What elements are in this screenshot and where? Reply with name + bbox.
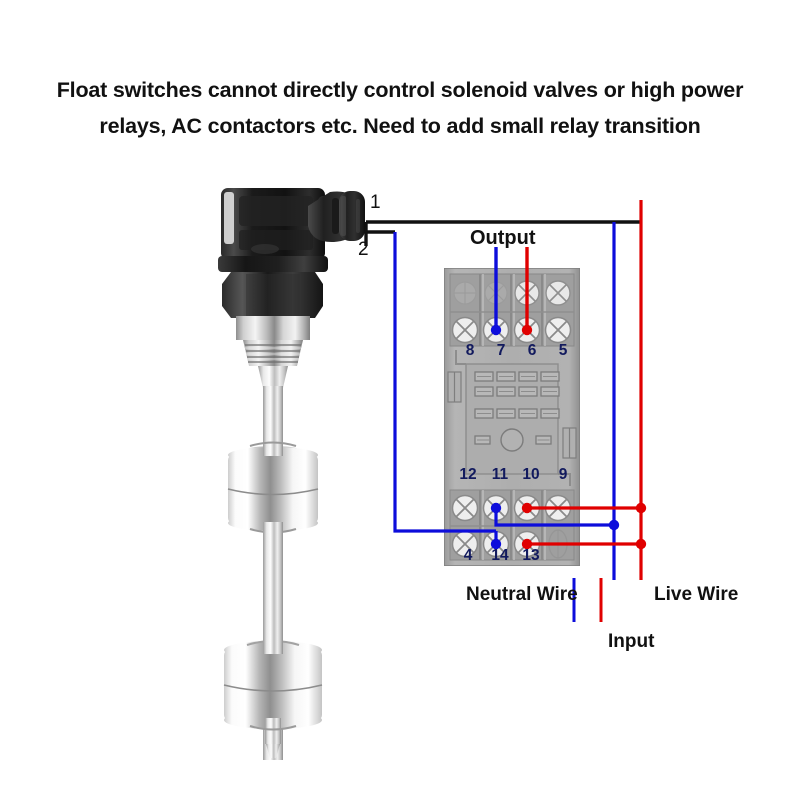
terminal-screw-8: [451, 316, 479, 344]
neutral-wire-label: Neutral Wire: [466, 584, 578, 605]
wire-output-neutral: [490, 247, 502, 336]
cable-gland-elbow: [308, 191, 365, 243]
page-title-line-1: Float switches cannot directly control s…: [56, 78, 744, 102]
terminal-label-13: 13: [522, 547, 540, 564]
terminal-label-12: 12: [459, 466, 477, 483]
socket-middle-body: [447, 350, 577, 486]
threaded-process-fitting: [236, 316, 310, 366]
socket-terminal-screws-top[interactable]: [451, 316, 572, 344]
input-label: Input: [608, 631, 655, 652]
wire-terminal-11-to-neutral: [490, 502, 620, 531]
terminal-label-11: 11: [491, 466, 509, 483]
upper-float: [227, 440, 319, 536]
terminal-label-10: 10: [522, 466, 540, 483]
terminal-label-14: 14: [491, 547, 509, 564]
float-lead-label-2: 2: [358, 239, 369, 260]
socket-top-terminal-block: [449, 273, 575, 347]
lower-float: [223, 636, 323, 758]
terminal-label-7: 7: [496, 342, 506, 359]
terminal-screw-4: [451, 530, 479, 558]
page-title: Float switches cannot directly control s…: [30, 72, 770, 144]
relay-socket[interactable]: [444, 268, 580, 566]
terminal-label-4: 4: [463, 547, 473, 564]
wire-input-legs: [572, 578, 603, 622]
terminal-screw-5: [544, 316, 572, 344]
wire-terminal-10-to-live: [521, 502, 647, 514]
socket-terminal-screws-bottom-lower[interactable]: [451, 529, 568, 559]
terminal-label-5: 5: [558, 342, 568, 359]
output-label: Output: [470, 227, 536, 249]
terminal-label-6: 6: [527, 342, 537, 359]
page-title-line-2: relays, AC contactors etc. Need to add s…: [99, 114, 701, 138]
socket-center-hole: [500, 428, 524, 452]
din-connector: [218, 188, 328, 272]
terminal-screw-12: [451, 494, 479, 522]
wire-float-lead-1: [364, 220, 641, 246]
hex-nut: [222, 272, 323, 318]
wire-terminal-13-to-live: [521, 538, 647, 550]
terminal-label-9: 9: [558, 466, 568, 483]
wire-output-live: [521, 247, 533, 336]
live-wire-label: Live Wire: [654, 584, 739, 605]
float-lead-label-1: 1: [370, 192, 381, 213]
wire-float-lead-2-to-coil: [393, 232, 496, 533]
terminal-label-8: 8: [465, 342, 475, 359]
